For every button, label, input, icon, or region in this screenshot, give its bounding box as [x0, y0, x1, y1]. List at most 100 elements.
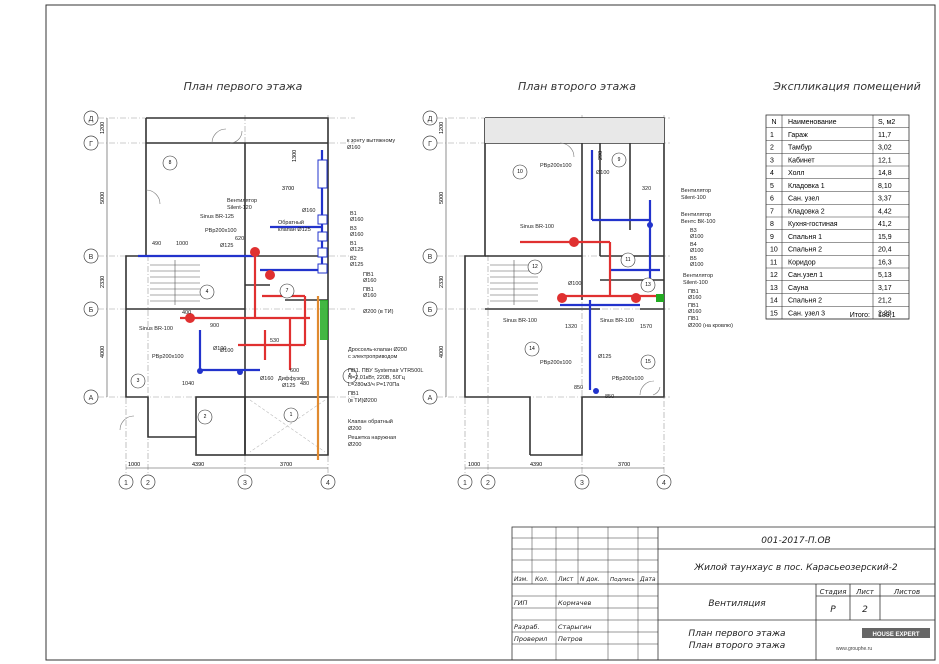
f1-label: Ø100	[213, 346, 226, 352]
col-bubble-4: 4	[326, 480, 330, 487]
f2-label: РВр200х100	[540, 360, 572, 366]
explication-cell: 4	[770, 170, 774, 177]
f1-label: Ø125	[350, 262, 363, 268]
explication-cell: Сауна	[788, 285, 808, 292]
f2-label: Silent-100	[681, 195, 706, 201]
f1-label: Клапан обратный	[348, 418, 393, 425]
f1-label: В2	[350, 256, 357, 262]
explication-cell: 9	[770, 234, 774, 241]
name-gip: Кормачев	[558, 599, 591, 607]
f1-label: Ø160	[302, 208, 315, 214]
explication-cell: 14,8	[878, 170, 892, 177]
row-bubble-a: А	[89, 395, 94, 402]
explication-cell: 11,7	[878, 132, 891, 139]
explication-cell: Коридор	[788, 259, 816, 266]
row-bubble-g: Г	[89, 141, 93, 148]
col-bubble-1: 1	[463, 480, 467, 487]
f1-label: Silent-120	[227, 205, 252, 211]
explication-cell: Гараж	[788, 132, 808, 139]
col-bubble-2: 2	[146, 480, 150, 487]
f1-label: РВр200х100	[205, 228, 237, 234]
dim: 1000	[468, 462, 480, 468]
explication-cell: 2	[770, 145, 774, 152]
dim: 3700	[618, 462, 630, 468]
name-dev: Старыгин	[558, 623, 591, 631]
room-tag-15: 15	[645, 359, 651, 365]
f1-label: Ø100	[220, 348, 233, 354]
f1-label: 480	[300, 381, 309, 387]
explication-cell: Спальня 1	[788, 234, 822, 241]
expl-total-value: 189,1	[878, 312, 896, 319]
explication-cell: 3	[770, 157, 774, 164]
stage-val: Р	[830, 605, 836, 615]
explication-cell: 10	[770, 247, 778, 254]
f1-label: Ø160	[260, 376, 273, 382]
f1-label: Sinus BR-100	[139, 326, 173, 332]
room-tag-10: 10	[517, 169, 523, 175]
sheet-val: 2	[862, 605, 868, 615]
explication-cell: Спальня 2	[788, 247, 822, 254]
dim: 1300	[292, 150, 298, 162]
f2-label: 850	[605, 394, 614, 400]
f1-label: с электроприводом	[348, 354, 398, 360]
explication-cell: 8	[770, 221, 774, 228]
dim: 1000	[128, 462, 140, 468]
explication-cell: Кабинет	[788, 156, 815, 164]
explication-cell: Тамбур	[788, 144, 812, 152]
f1-label: Вентилятор	[227, 198, 257, 204]
f1-label: клапан Ø125	[278, 227, 311, 233]
f1-label: Ø160	[350, 217, 363, 223]
explication-cell: Кладовка 1	[788, 183, 825, 190]
f2-label: В5	[690, 256, 697, 262]
explication-cell: 3,17	[878, 285, 892, 292]
f2-label: Ø125	[598, 354, 611, 360]
row-bubble-d: Д	[428, 116, 433, 123]
explication-cell: Кухня-гостиная	[788, 221, 838, 228]
col-bubble-3: 3	[243, 480, 247, 487]
f1-label: ПВ1	[363, 272, 374, 278]
explication-cell: 21,2	[878, 298, 892, 305]
stage-head: Стадия	[820, 588, 847, 596]
f1-label: Ø125	[282, 383, 295, 389]
f2-label: 1570	[640, 324, 652, 330]
f2-label: Ø200 (на кровлю)	[688, 323, 733, 329]
explication-cell: 11	[770, 259, 777, 266]
explication-cell: 15	[770, 310, 778, 317]
room-tag-14: 14	[529, 346, 535, 352]
explication-cell: Холл	[788, 170, 805, 177]
explication-cell: 15,9	[878, 234, 892, 241]
row-bubble-v: В	[89, 254, 94, 261]
explication-cell: 1	[770, 132, 774, 139]
f1-label: ПВ1. ПВУ Systemair VTR500L	[348, 368, 423, 374]
f1-label: 620	[235, 236, 244, 242]
room-tag-13: 13	[645, 282, 651, 288]
f2-label: Ø160	[688, 295, 701, 301]
role-dev: Разраб.	[514, 623, 540, 631]
f2-label: ПВ1	[688, 316, 699, 322]
col-head: Кол.	[535, 576, 549, 583]
f2-label: В4	[690, 242, 697, 248]
dim: 5000	[100, 192, 106, 204]
f1-label: Ø160	[350, 232, 363, 238]
expl-header-area: S, м2	[878, 119, 895, 126]
f1-label: 1040	[182, 381, 194, 387]
room-tag-1: 1	[290, 412, 293, 418]
f2-label: 320	[642, 186, 651, 192]
f1-label: В1	[350, 211, 357, 217]
f2-label: Sinus BR-100	[503, 318, 537, 324]
explication-cell: 5,13	[878, 272, 892, 279]
f2-label: В3	[690, 228, 697, 234]
explication-title: Экспликация помещений	[772, 80, 921, 93]
sheet-title-1: План первого этажа	[688, 629, 785, 639]
row-bubble-a: А	[428, 395, 433, 402]
col-head: Дата	[639, 576, 656, 583]
sheet-head: Лист	[855, 588, 875, 596]
explication-cell: Сан. узел	[788, 196, 819, 203]
f2-label: РВр200х100	[540, 163, 572, 169]
doc-code: 001-2017-П.ОВ	[761, 536, 830, 546]
dim: 4000	[100, 346, 106, 358]
explication-cell: 8,10	[878, 183, 892, 190]
f1-label: Sinus BR-125	[200, 214, 234, 220]
floor1-title: План первого этажа	[184, 80, 303, 93]
